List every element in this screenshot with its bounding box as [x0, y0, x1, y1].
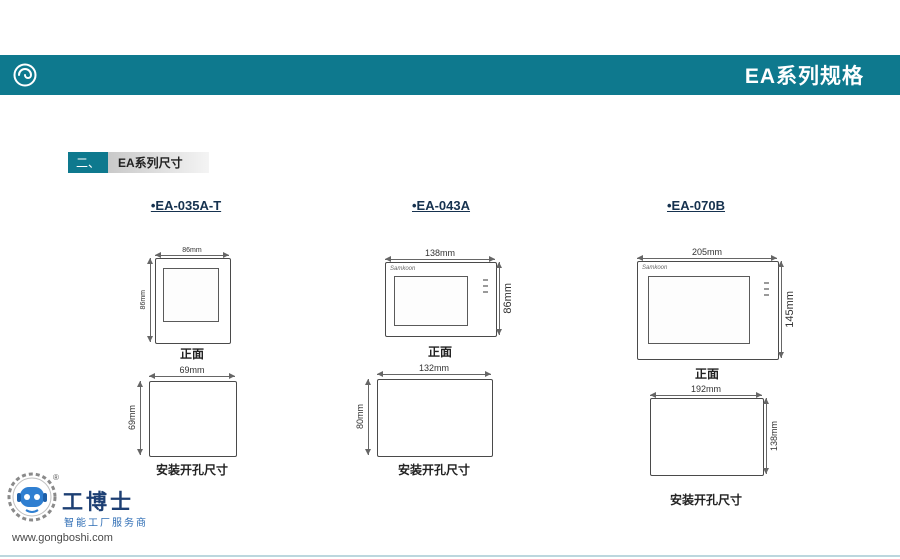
dimension-line — [385, 256, 495, 262]
dimension-label: 138mm — [769, 420, 779, 451]
ea035at-front-caption: 正面 — [179, 347, 204, 361]
ea035at-cutout-view — [149, 381, 237, 457]
ea070b-screen — [648, 276, 750, 344]
dimension-line — [377, 371, 491, 377]
ea043a-front-width-dim: 138mm — [385, 248, 495, 262]
header-bar: EA系列规格 — [0, 55, 900, 95]
dimension-line — [365, 379, 371, 455]
company-slogan: 智能工厂服务商 — [64, 518, 148, 529]
dimension-line — [147, 258, 153, 342]
page-title: EA系列规格 — [744, 65, 864, 88]
ea070b-cutout-height-dim: 138mm — [763, 398, 779, 474]
company-name: 工博士 — [62, 491, 134, 514]
product-title-ea043a: •EA-043A — [411, 198, 471, 213]
dimension-label: 192mm — [690, 384, 721, 394]
section-index: 二、 — [68, 152, 109, 173]
ea043a-front-caption: 正面 — [427, 345, 452, 359]
bottom-divider — [0, 555, 900, 557]
ea070b-front-height-dim: 145mm — [778, 261, 796, 358]
ea070b-front-view: Samkoon — [637, 261, 779, 360]
dimension-line — [496, 262, 502, 335]
ea035at-screen — [163, 268, 219, 322]
ea043a-cutout-height-dim: 80mm — [355, 379, 371, 455]
dimension-line — [155, 252, 229, 258]
ea035at-front-width-dim: 86mm — [155, 247, 229, 258]
ea035at-front-height-dim: 86mm — [140, 258, 153, 342]
registered-mark: ® — [53, 473, 59, 482]
dimension-line — [637, 255, 777, 261]
gongboshi-mascot-icon — [7, 472, 57, 522]
ea035at-cutout-height-dim: 69mm — [127, 381, 143, 455]
ea035at-front-view — [155, 258, 231, 344]
ea043a-cutout-caption: 安装开孔尺寸 — [397, 463, 470, 477]
ea043a-cutout-view — [377, 379, 493, 457]
dimension-line — [650, 392, 762, 398]
ea035at-cutout-caption: 安装开孔尺寸 — [155, 463, 228, 477]
dimension-label: 138mm — [424, 248, 455, 258]
brand-logo: Samkoon — [642, 265, 668, 271]
ea070b-cutout-view — [650, 398, 764, 476]
header-logo-icon — [13, 63, 37, 87]
ea070b-front-caption: 正面 — [694, 367, 719, 381]
ea070b-front-width-dim: 205mm — [637, 247, 777, 261]
dimension-label: 69mm — [179, 365, 205, 375]
ea043a-front-view: Samkoon — [385, 262, 497, 337]
dimension-label: 205mm — [691, 247, 722, 257]
ea070b-cutout-width-dim: 192mm — [650, 384, 762, 398]
dimension-label: 86mm — [140, 290, 147, 310]
dimension-label: 145mm — [784, 291, 796, 328]
dimension-line — [149, 373, 235, 379]
dimension-line — [778, 261, 784, 358]
ea043a-indicator-leds — [483, 279, 488, 293]
ea043a-front-height-dim: 86mm — [496, 262, 514, 335]
ea035at-cutout-width-dim: 69mm — [149, 365, 235, 379]
dimension-label: 80mm — [355, 404, 365, 430]
dimension-line — [763, 398, 769, 474]
brand-logo: Samkoon — [390, 266, 416, 272]
dimension-label: 86mm — [182, 247, 202, 254]
product-title-ea070b: •EA-070B — [666, 198, 726, 213]
product-title-ea035at: •EA-035A-T — [150, 198, 222, 213]
ea070b-indicator-leds — [764, 282, 769, 296]
dimension-line — [137, 381, 143, 455]
section-tag: 二、 EA系列尺寸 — [68, 152, 209, 173]
ea043a-screen — [394, 276, 468, 326]
dimension-label: 132mm — [418, 363, 449, 373]
dimension-label: 69mm — [127, 405, 137, 431]
dimension-label: 86mm — [502, 283, 514, 314]
section-title: EA系列尺寸 — [108, 152, 209, 173]
ea070b-cutout-caption: 安装开孔尺寸 — [669, 493, 742, 507]
ea043a-cutout-width-dim: 132mm — [377, 363, 491, 377]
company-url: www.gongboshi.com — [12, 532, 113, 544]
